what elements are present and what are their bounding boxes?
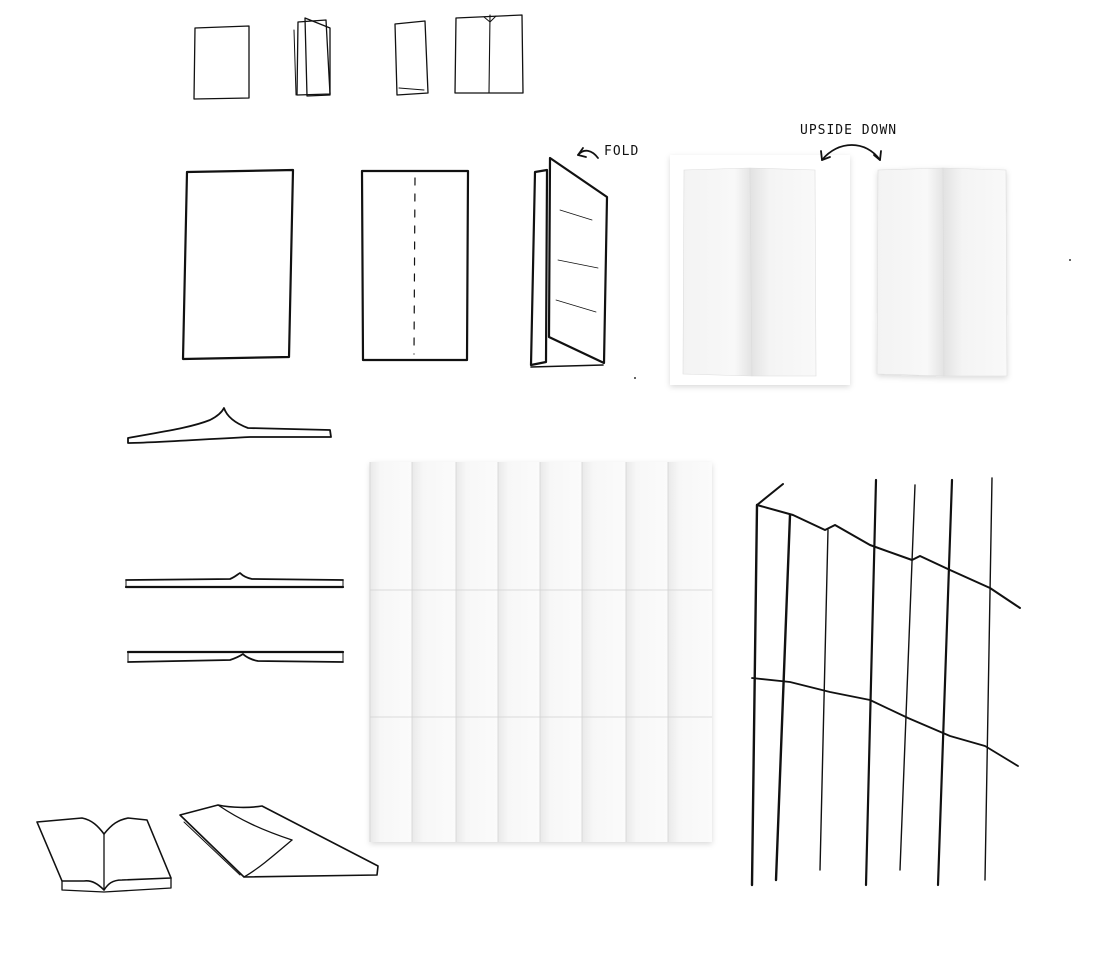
stray-mark [1069,259,1071,261]
render-panel-right [876,167,1008,377]
folding-sheet-sketch [529,156,609,368]
render-panel-left [670,155,850,385]
profile-peak-sketch [127,407,332,444]
tile-column [626,462,668,842]
upside-down-label: UPSIDE DOWN [800,123,897,138]
swap-arrow-icon [820,144,882,161]
small-tall-sheet-sketch [394,20,429,96]
open-book-sketch [36,817,172,893]
tile-column [668,462,712,842]
folded-book-sketch [179,804,379,878]
profile-flat-dip-sketch [126,650,345,663]
small-opened-sheet-sketch [454,14,524,94]
small-folded-sheet-sketch [293,17,331,97]
tile-column [498,462,540,842]
tile-column [540,462,582,842]
stray-mark [634,377,636,379]
fold-arrow-icon [577,147,599,159]
large-sheet-sketch [181,168,295,361]
tiled-panel-render [369,462,712,842]
tile-column [370,462,412,842]
tile-column [412,462,456,842]
dashed-crease-sheet-sketch [360,169,470,362]
tile-column [582,462,626,842]
fold-label: FOLD [604,144,639,159]
tile-column [456,462,498,842]
perspective-wall-sketch [750,477,1021,887]
profile-flat-bump-sketch [124,572,345,589]
small-sheet-sketch [193,25,250,100]
